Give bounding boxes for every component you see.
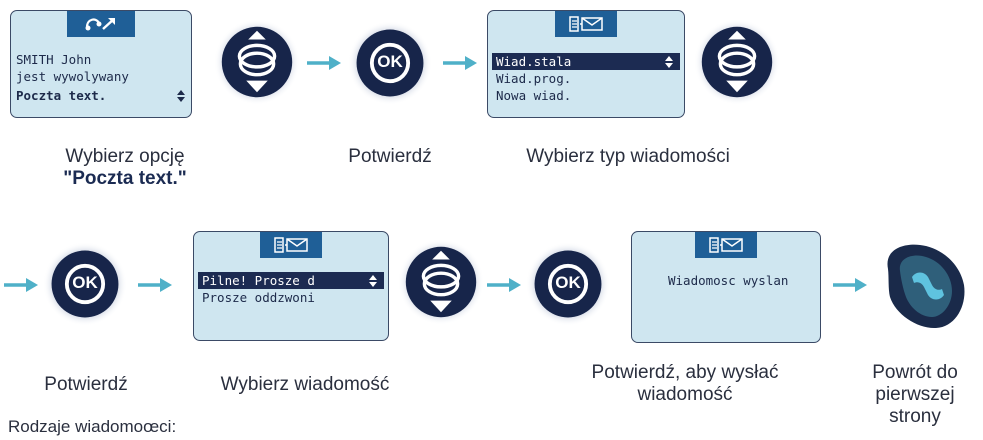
screen-header bbox=[67, 11, 135, 37]
status-message: Wiadomosc wyslan bbox=[668, 273, 789, 288]
arrow-right-icon bbox=[833, 278, 867, 292]
ok-key-label: OK bbox=[377, 52, 403, 71]
arrow-right-icon bbox=[443, 56, 477, 70]
arrow-right-icon bbox=[307, 56, 341, 70]
screen-line: SMITH John bbox=[16, 52, 92, 67]
arrow-right-icon bbox=[138, 278, 172, 292]
up-down-icon bbox=[368, 274, 378, 288]
caption-return: Powrót do bbox=[872, 362, 958, 383]
menu-item-selected[interactable]: Pilne! Prosze d bbox=[198, 272, 384, 289]
ok-key-label: OK bbox=[72, 273, 98, 292]
caption-confirm: Potwierdź bbox=[44, 374, 128, 395]
caption-confirm-send-2: wiadomość bbox=[637, 384, 733, 405]
phone-screen-2: Wiad.stala Wiad.prog. Nowa wiad. bbox=[487, 10, 685, 118]
menu-item-selected[interactable]: Poczta text. bbox=[16, 87, 186, 104]
caption-return-3: strony bbox=[889, 406, 941, 427]
navigation-key-icon[interactable] bbox=[693, 18, 781, 106]
arrow-right-icon bbox=[4, 278, 38, 292]
ok-key-label: OK bbox=[555, 273, 581, 292]
end-call-key-icon[interactable] bbox=[874, 239, 968, 331]
section-title: Rodzaje wiadomoœci: bbox=[8, 417, 177, 436]
menu-item[interactable]: Wiad.prog. bbox=[496, 71, 572, 86]
caption-confirm-send: Potwierdź, aby wysłać bbox=[591, 362, 779, 383]
menu-item-label: Pilne! Prosze d bbox=[202, 273, 315, 288]
call-transfer-icon bbox=[85, 18, 115, 31]
caption-select-message: Wybierz wiadomość bbox=[220, 374, 390, 395]
phone-screen-3: Pilne! Prosze d Prosze oddzwoni bbox=[193, 231, 389, 341]
menu-item-label: Wiad.stala bbox=[496, 54, 572, 69]
message-icon bbox=[274, 237, 308, 253]
navigation-key-icon[interactable] bbox=[213, 18, 301, 106]
caption-return-2: pierwszej bbox=[875, 384, 955, 405]
menu-item-selected[interactable]: Wiad.stala bbox=[492, 53, 680, 70]
phone-screen-4: Wiadomosc wyslan bbox=[631, 231, 821, 343]
message-icon bbox=[709, 237, 743, 253]
menu-item[interactable]: Prosze oddzwoni bbox=[202, 290, 315, 305]
screen-header bbox=[260, 232, 322, 258]
screen-header bbox=[555, 11, 617, 37]
up-down-icon bbox=[176, 89, 186, 103]
arrow-right-icon bbox=[487, 278, 521, 292]
caption-select-type: Wybierz typ wiadomości bbox=[526, 146, 730, 167]
phone-screen-1: SMITH John jest wywolywany Poczta text. bbox=[10, 10, 192, 118]
screen-header bbox=[695, 232, 757, 258]
message-icon bbox=[569, 16, 603, 32]
screen-line: jest wywolywany bbox=[16, 69, 129, 84]
caption-select-option: Wybierz opcję bbox=[65, 146, 185, 167]
menu-item[interactable]: Nowa wiad. bbox=[496, 88, 572, 103]
menu-item-label: Poczta text. bbox=[16, 88, 107, 103]
caption-confirm: Potwierdź bbox=[348, 146, 432, 167]
navigation-key-icon[interactable] bbox=[397, 238, 485, 326]
up-down-icon bbox=[664, 55, 674, 69]
caption-option-name: "Poczta text." bbox=[63, 168, 187, 189]
